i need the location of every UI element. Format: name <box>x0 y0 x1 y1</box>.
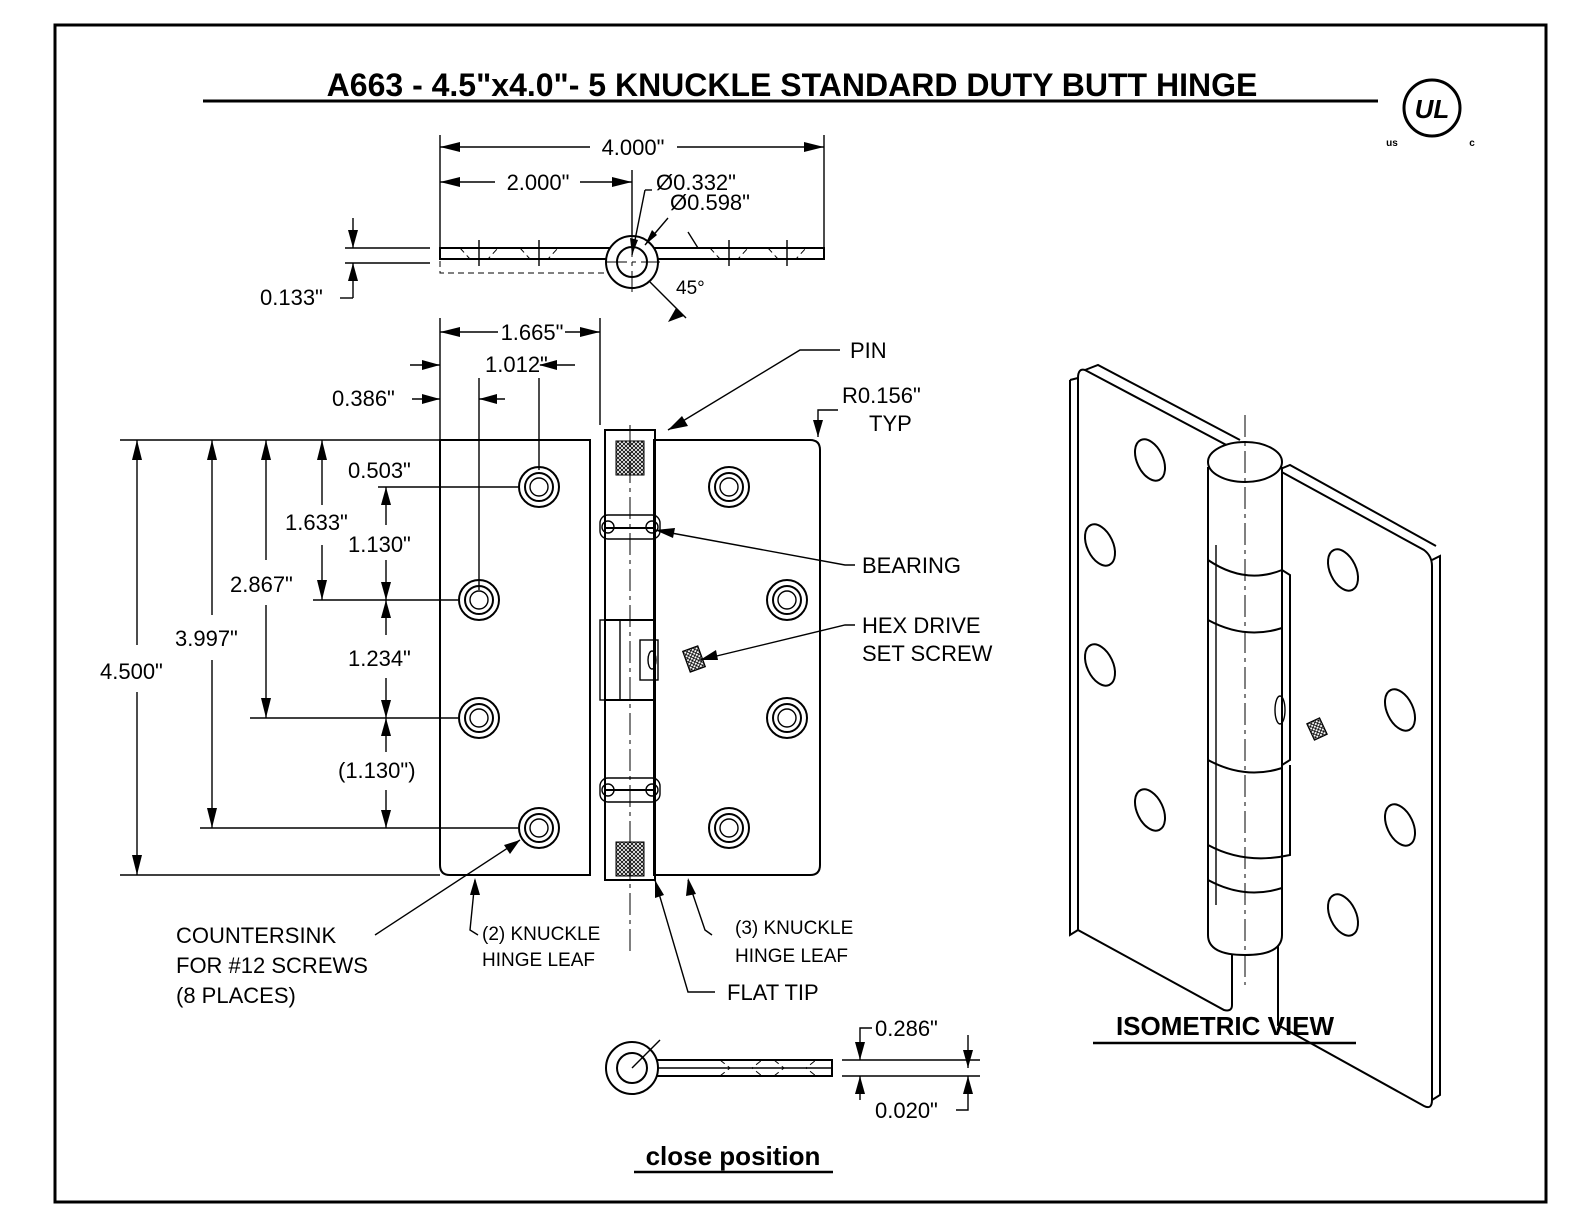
drawing-title: A663 - 4.5"x4.0"- 5 KNUCKLE STANDARD DUT… <box>327 67 1258 103</box>
callout-countersink-line3: (8 PLACES) <box>176 983 296 1008</box>
dim-hole-row1: 0.503" <box>348 458 411 483</box>
dim-knuckle-diameter: Ø0.598" <box>670 190 750 215</box>
top-view <box>340 135 825 322</box>
svg-text:us: us <box>1386 138 1398 149</box>
ul-certification-logo: UL us c <box>1386 78 1475 149</box>
callout-leaf2-line2: HINGE LEAF <box>482 950 595 971</box>
sheet-border <box>53 23 1548 1204</box>
dim-pin-diameter: Ø0.332" <box>656 170 736 195</box>
dim-hole-row4-total: 3.997" <box>175 626 238 651</box>
dim-hole-gap2: 1.234" <box>348 646 411 671</box>
callout-leaf3-line1: (3) KNUCKLE <box>735 918 853 939</box>
callout-countersink-line1: COUNTERSINK <box>176 923 336 948</box>
dim-corner-radius-note: TYP <box>869 411 912 436</box>
dim-top-width: 4.000" <box>602 135 665 160</box>
callout-leaf2-line1: (2) KNUCKLE <box>482 924 600 945</box>
callout-set-screw-line1: HEX DRIVE <box>862 613 981 638</box>
callout-countersink-line2: FOR #12 SCREWS <box>176 953 368 978</box>
closed-view-label: close position <box>646 1141 821 1171</box>
dim-hole-gap1: 1.130" <box>348 532 411 557</box>
dim-closed-thickness: 0.286" <box>875 1016 938 1041</box>
dim-overall-height: 4.500" <box>100 659 163 684</box>
callout-flat-tip: FLAT TIP <box>727 980 819 1005</box>
callout-leaf3-line2: HINGE LEAF <box>735 946 848 967</box>
front-view <box>120 318 855 993</box>
dim-closed-gap: 0.020" <box>875 1098 938 1123</box>
callout-pin: PIN <box>850 338 887 363</box>
dim-edge-offset: 0.386" <box>332 386 395 411</box>
isometric-view <box>1069 363 1441 1109</box>
dim-hole-offset-x: 1.012" <box>485 352 548 377</box>
dim-hole-row2-total: 1.633" <box>285 510 348 535</box>
dim-hole-gap3: (1.130") <box>338 758 416 783</box>
dim-angle: 45° <box>676 278 705 299</box>
callout-bearing: BEARING <box>862 553 961 578</box>
closed-position-view <box>605 1027 980 1111</box>
dim-thickness: 0.133" <box>260 285 323 310</box>
dim-corner-radius: R0.156" <box>842 383 921 408</box>
callout-set-screw-line2: SET SCREW <box>862 641 993 666</box>
dim-hole-row3-total: 2.867" <box>230 572 293 597</box>
dim-leaf-width: 1.665" <box>501 320 564 345</box>
dim-top-half: 2.000" <box>507 170 570 195</box>
svg-text:c: c <box>1469 138 1475 149</box>
isometric-view-label: ISOMETRIC VIEW <box>1116 1011 1335 1041</box>
svg-text:UL: UL <box>1415 94 1450 124</box>
